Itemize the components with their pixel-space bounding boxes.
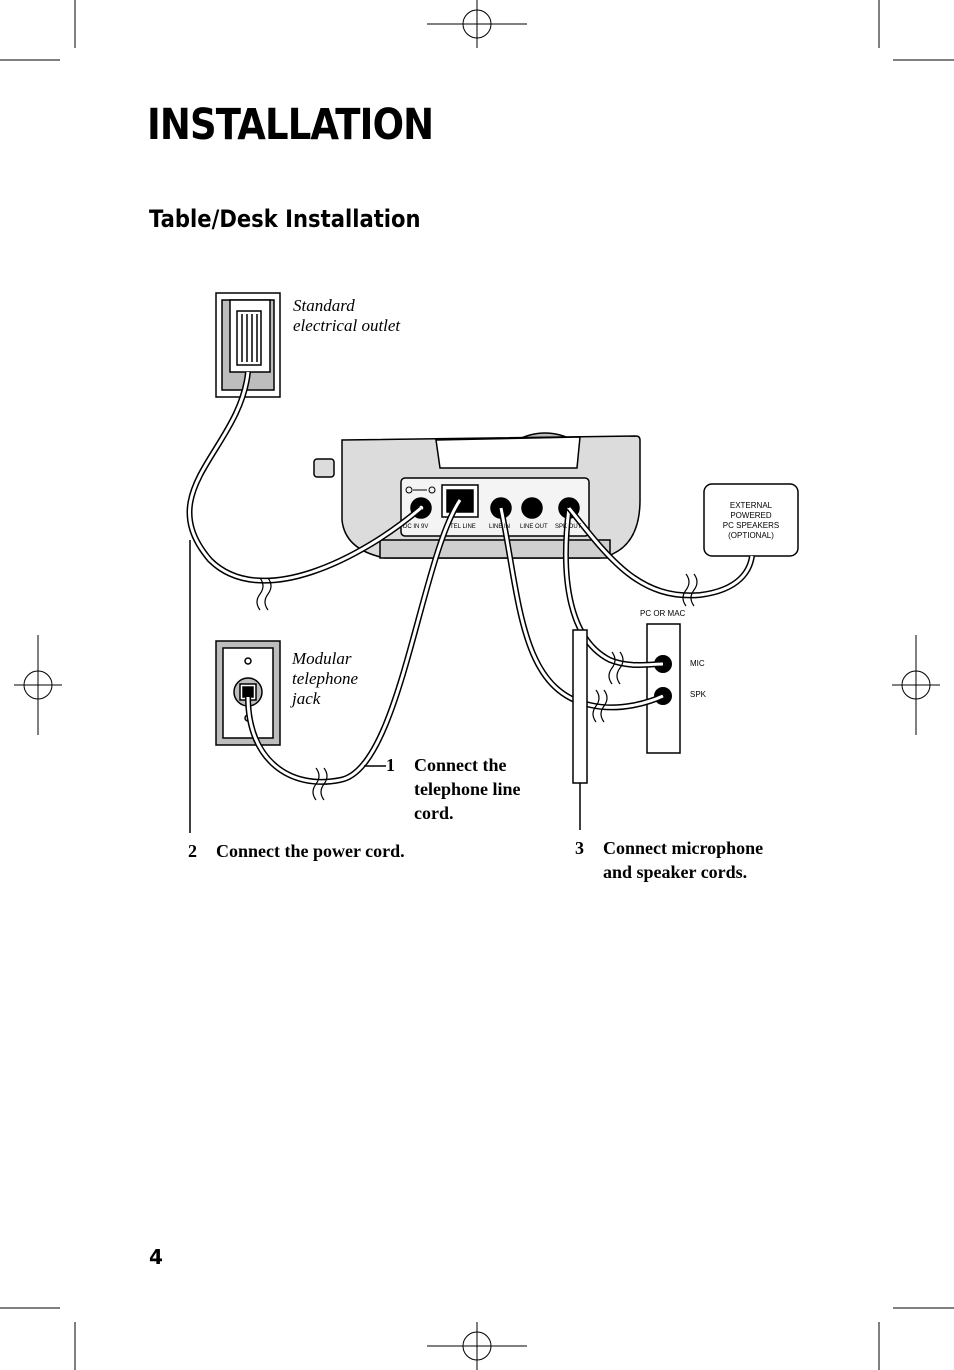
step-2: 2 Connect the power cord. <box>188 839 488 869</box>
step-line: Connect the <box>414 755 507 775</box>
telephone-line-cord <box>245 498 463 785</box>
jack-label-line: telephone <box>292 669 359 688</box>
step-line: Connect the power cord. <box>216 841 405 861</box>
page-number: 4 <box>149 1245 163 1269</box>
page-title: INSTALLATION <box>147 100 434 150</box>
outlet-label-line: electrical outlet <box>293 316 401 335</box>
jack-label-line: jack <box>292 689 321 708</box>
step-line: Connect microphone <box>603 838 764 858</box>
pc-mic-label: MIC <box>690 659 705 668</box>
pc-panel <box>646 623 681 754</box>
speakers-line: PC SPEAKERS <box>722 521 780 530</box>
step-line: cord. <box>414 803 454 823</box>
pc-title-label: PC OR MAC <box>640 609 686 618</box>
jack-label: Modular telephone jack <box>292 649 358 709</box>
step-leaders <box>189 540 588 833</box>
power-cord <box>186 371 423 584</box>
cord-break-marks <box>256 573 698 801</box>
speakers-line: EXTERNAL <box>729 501 773 510</box>
jack-label-line: Modular <box>292 649 352 668</box>
mic-cord <box>562 507 664 668</box>
step-text: Connect microphone and speaker cords. <box>603 836 763 884</box>
outlet-label: Standard electrical outlet <box>293 296 400 336</box>
step-3: 3 Connect microphone and speaker cords. <box>575 836 835 892</box>
registration-mark-right <box>892 635 940 735</box>
pc-spk-label: SPK <box>690 690 707 699</box>
step-number: 3 <box>575 838 584 858</box>
speaker-line-cord <box>498 507 665 711</box>
registration-mark-left <box>14 635 62 735</box>
telephone-wall-jack <box>215 640 281 746</box>
port-label-tel-line: TEL LINE <box>450 524 476 530</box>
port-label-line-in: LINE IN <box>489 524 511 530</box>
step-line: and speaker cords. <box>603 862 748 882</box>
step-number: 1 <box>386 755 395 775</box>
speakers-line: (OPTIONAL) <box>728 531 774 540</box>
registration-mark-top <box>427 0 527 48</box>
step-line: telephone line <box>414 779 521 799</box>
step-text: Connect the telephone line cord. <box>414 753 521 825</box>
external-speaker-cord <box>566 506 755 599</box>
section-title: Table/Desk Installation <box>149 205 421 233</box>
registration-mark-bottom <box>427 1322 527 1370</box>
port-label-spk-out: SPK OUT <box>555 524 582 530</box>
step-1: 1 Connect the telephone line cord. <box>386 753 586 833</box>
port-label-line-out: LINE OUT <box>520 524 548 530</box>
step-number: 2 <box>188 841 197 861</box>
port-label-dc-in: DC IN 9V <box>403 524 429 530</box>
external-speakers-label: EXTERNAL POWERED PC SPEAKERS (OPTIONAL) <box>704 501 798 541</box>
step-text: Connect the power cord. <box>216 839 405 863</box>
outlet-label-line: Standard <box>293 296 355 315</box>
speakers-line: POWERED <box>730 511 772 520</box>
